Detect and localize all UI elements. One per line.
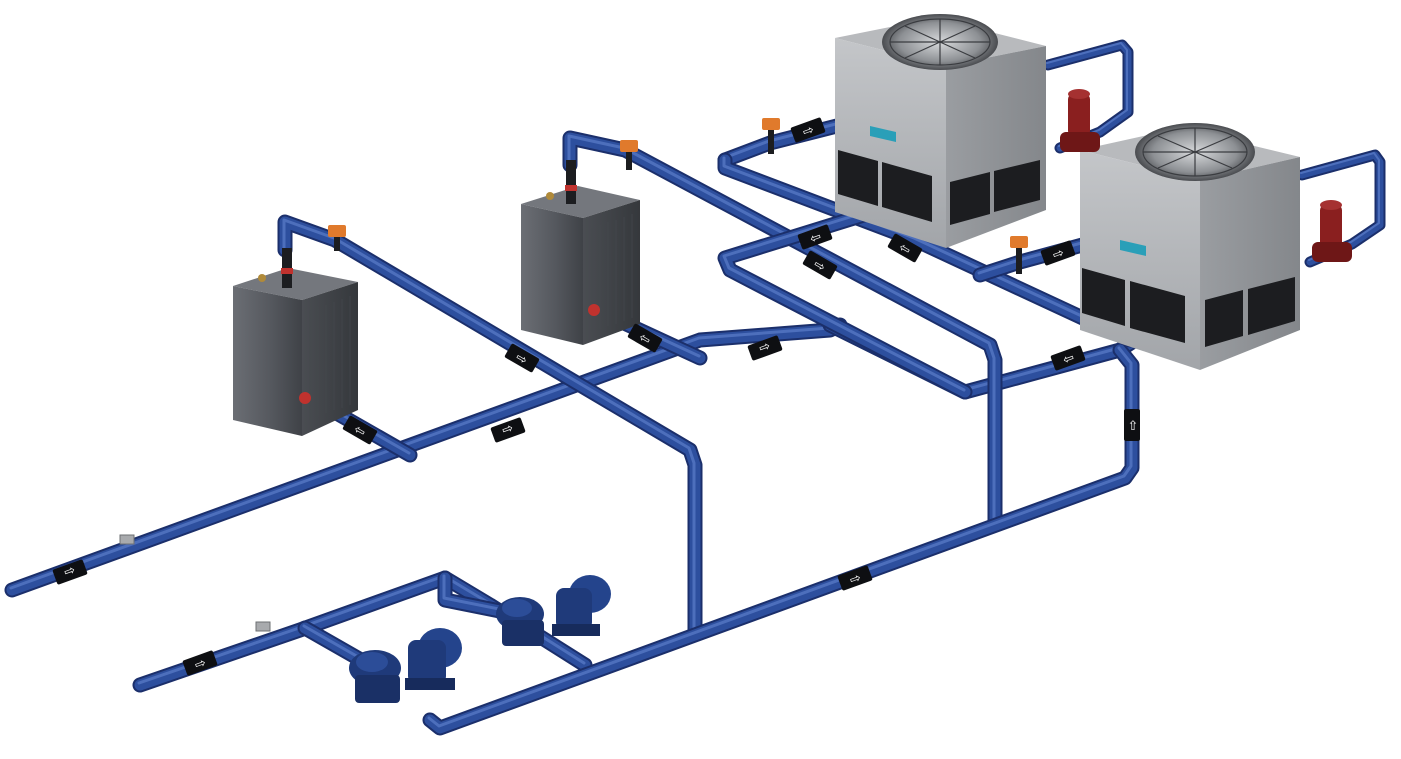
flow-arrow-glyph: ⇨	[801, 122, 816, 140]
flow-arrow-icon: ⇨	[490, 417, 526, 443]
flow-arrow-band	[182, 650, 218, 676]
cooling-tower-1	[835, 14, 1046, 248]
boiler-2	[521, 160, 640, 345]
tower-outlet-header-hi	[722, 206, 966, 392]
flow-arrow-glyph: ⇨	[808, 229, 823, 247]
return-line-sensor	[119, 534, 135, 545]
tower-badge	[1120, 240, 1146, 256]
supply-line-sensor	[255, 621, 271, 632]
flow-arrow-icon: ⇨	[837, 565, 873, 591]
flow-arrow-icon: ⇨	[887, 233, 923, 263]
cooling-tower-2	[1080, 123, 1300, 370]
flow-arrow-icon: ⇨	[52, 559, 88, 585]
flow-arrow-band	[1040, 240, 1076, 266]
flow-arrow-glyph: ⇨	[1051, 245, 1066, 263]
tower-pump-2	[1312, 200, 1352, 262]
boiler-1-supply-hi	[282, 218, 696, 630]
relief-valve-icon	[546, 192, 554, 200]
pump-discharge-header-hi	[427, 346, 1133, 728]
tower-pump-1	[1060, 89, 1100, 152]
pump-header-tie-hi	[442, 574, 521, 615]
flow-arrows: ⇨ ⇨ ⇨ ⇨ ⇨ ⇨ ⇨ ⇨ ⇨ ⇨ ⇨ ⇨ ⇨ ⇨ ⇨	[52, 117, 1141, 676]
flow-arrow-band	[504, 343, 540, 373]
flow-arrow-glyph: ⇨	[757, 338, 772, 356]
tower-2-valve	[1010, 236, 1028, 274]
flow-arrow-band	[342, 415, 378, 445]
primary-pump-1	[349, 628, 462, 703]
flow-arrow-glyph: ⇨	[1061, 350, 1076, 368]
flow-arrow-glyph: ⇨	[500, 420, 515, 438]
boiler-1	[233, 248, 358, 436]
flow-arrow-band	[887, 233, 923, 263]
flow-arrow-icon: ⇨	[797, 224, 833, 250]
flow-arrow-icon: ⇨	[747, 335, 783, 361]
flow-arrow-band	[52, 559, 88, 585]
flow-arrow-icon: ⇨	[1040, 240, 1076, 266]
tower-badge	[870, 126, 896, 142]
flow-arrow-glyph: ⇨	[193, 655, 208, 673]
flow-arrow-band	[747, 335, 783, 361]
relief-valve-icon	[258, 274, 266, 282]
flow-arrow-glyph: ⇨	[1126, 419, 1141, 430]
louver-panel	[1082, 268, 1295, 347]
flow-arrow-band	[1050, 345, 1086, 371]
primary-pump-2	[496, 575, 611, 646]
flow-arrow-band	[802, 250, 838, 280]
flow-arrow-band	[490, 417, 526, 443]
flow-arrow-band	[790, 117, 826, 143]
louver-panel	[838, 150, 1040, 225]
tower-1-valve	[762, 118, 780, 154]
flow-arrow-band	[837, 565, 873, 591]
flow-arrow-icon: ⇨	[790, 117, 826, 143]
flow-arrow-icon: ⇨	[802, 250, 838, 280]
flow-arrow-band	[797, 224, 833, 250]
flow-arrow-icon: ⇨	[182, 650, 218, 676]
flow-arrow-icon: ⇨	[1050, 345, 1086, 371]
flow-arrow-icon: ⇨	[342, 415, 378, 445]
return-header	[6, 319, 846, 596]
tower-1-loop-hi	[722, 156, 1131, 340]
flow-arrow-icon: ⇨	[504, 343, 540, 373]
boiler-1-valve	[328, 225, 346, 251]
flow-arrow-glyph: ⇨	[848, 570, 863, 588]
flow-arrow-band	[627, 323, 663, 353]
flow-arrow-glyph: ⇨	[62, 562, 77, 580]
boiler-2-valve	[620, 140, 638, 170]
flow-arrow-band	[1124, 409, 1140, 441]
flow-arrow-icon: ⇨	[1124, 409, 1141, 441]
flow-arrow-icon: ⇨	[627, 323, 663, 353]
